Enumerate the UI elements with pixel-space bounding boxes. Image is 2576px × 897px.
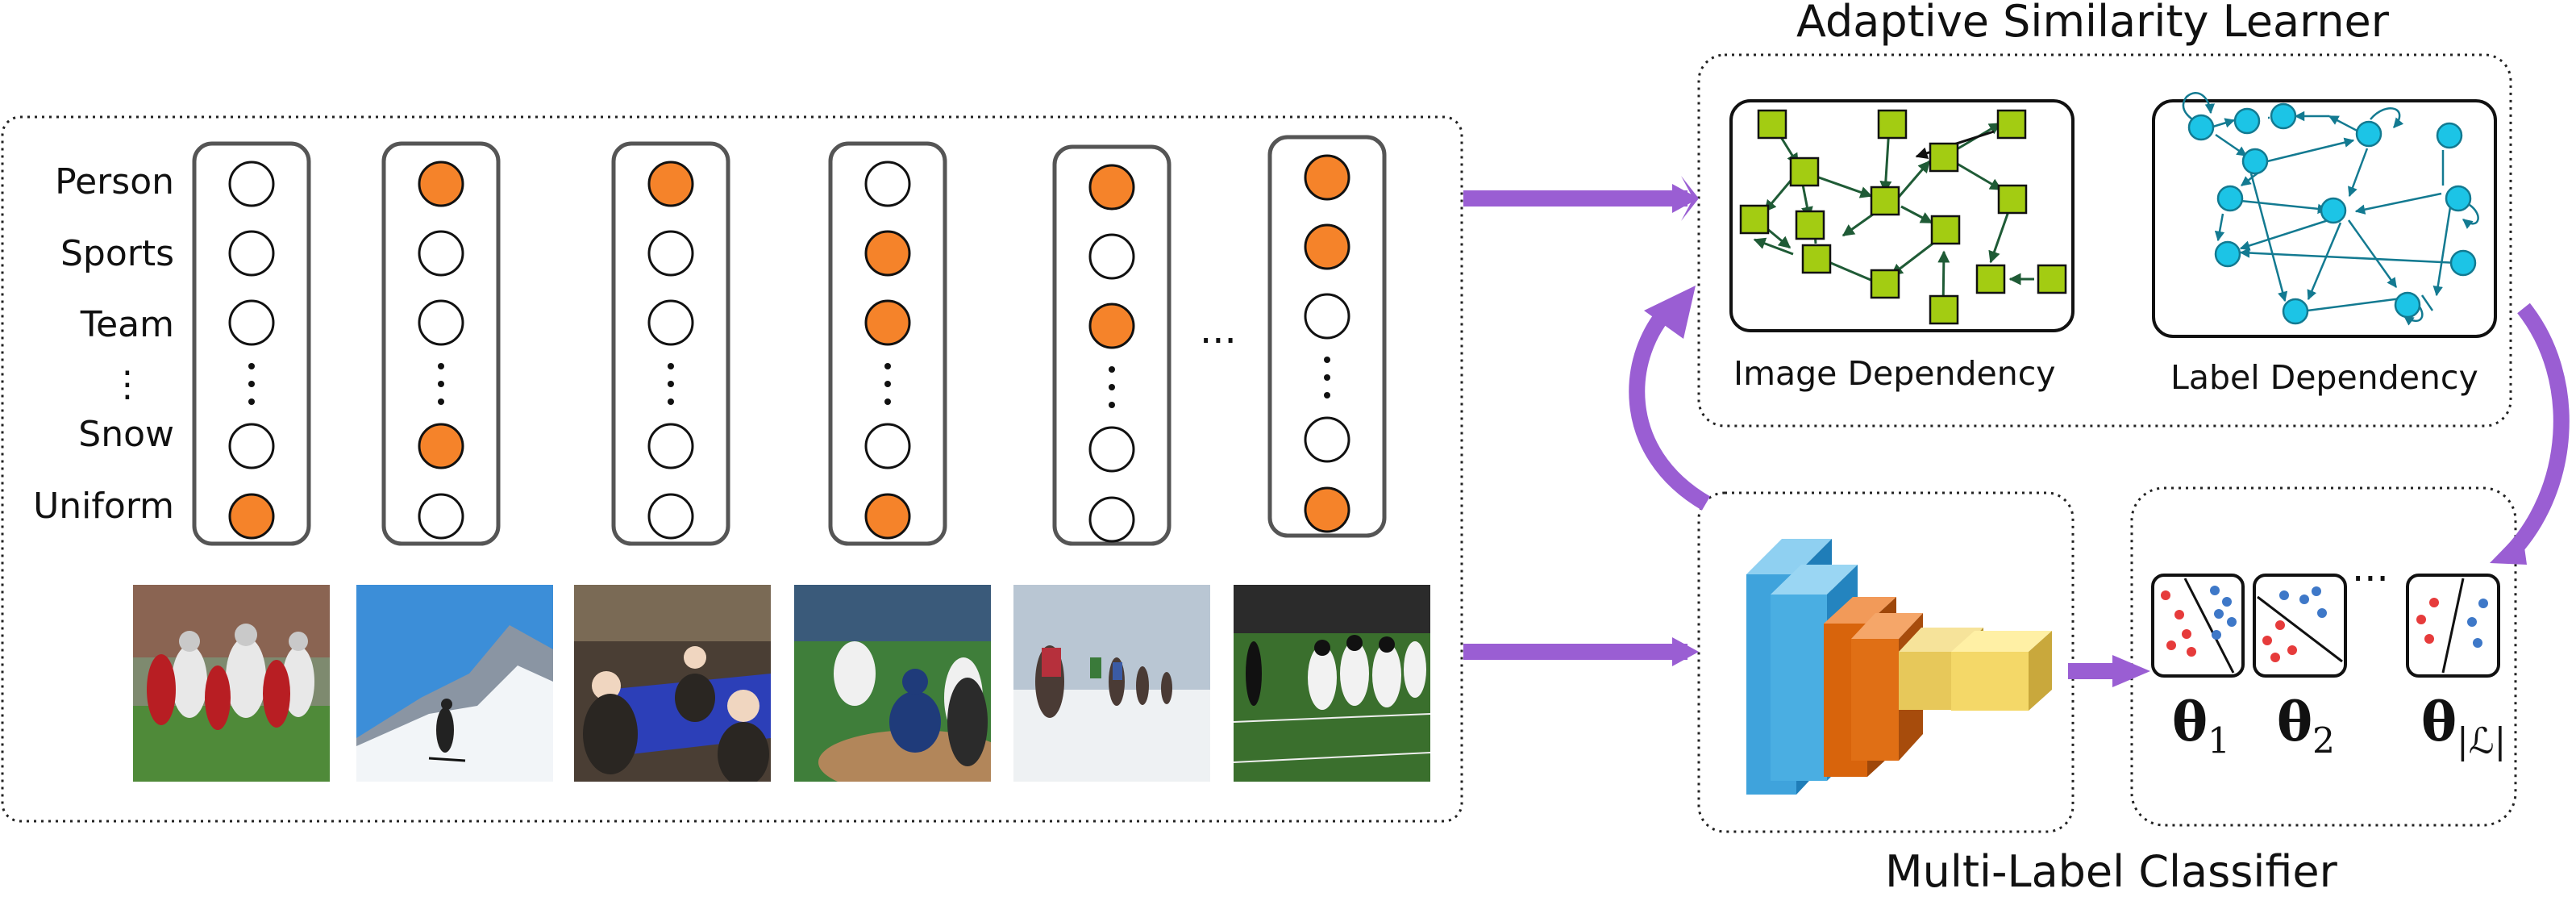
arrow-asl-to-classifier: [2501, 302, 2570, 563]
label-node-inactive: [647, 423, 694, 469]
vector-ellipsis-dot: [1109, 366, 1115, 373]
label-node-active: [647, 161, 694, 207]
label-node-inactive: [418, 299, 464, 346]
cnn-panel: [1697, 491, 2075, 833]
vector-ellipsis-dot: [438, 398, 444, 405]
arrow-labels-to-asl: [1463, 190, 1688, 207]
label-node-active: [1088, 302, 1135, 349]
vector-ellipsis-dot: [1109, 384, 1115, 390]
vector-ellipsis-dot: [1109, 402, 1115, 408]
image-dependency-label: Image Dependency: [1733, 354, 2056, 393]
label-node-inactive: [647, 230, 694, 277]
vector-ellipsis-dot: [884, 398, 891, 405]
label-node-active: [1304, 223, 1350, 270]
label-node-active: [864, 299, 911, 346]
image-football-lineup: [1234, 585, 1430, 782]
labels-panel: [1, 115, 1463, 823]
image-card-game-tournament: [574, 585, 771, 782]
theta-L: θ|ℒ|: [2421, 690, 2507, 762]
flow-arrows: [1463, 176, 2150, 687]
label-node-inactive: [1088, 426, 1135, 473]
image-baseball-game: [794, 585, 991, 782]
label-node-inactive: [1088, 496, 1135, 543]
image-snow-hikers: [1013, 585, 1210, 782]
vector-ellipsis-dot: [438, 363, 444, 369]
image-dependency-graph: [1739, 109, 2067, 325]
arrow-cnn-to-classifier: [2068, 663, 2124, 679]
label-node-inactive: [864, 161, 911, 207]
vector-ellipsis-dot: [1324, 392, 1330, 398]
asl-title: Adaptive Similarity Learner: [1796, 0, 2389, 47]
label-node-inactive: [864, 423, 911, 469]
label-node-active: [1304, 154, 1350, 201]
label-vector-pills: [192, 135, 1387, 546]
label-node-active: [864, 493, 911, 540]
label-node-inactive: [1304, 293, 1350, 340]
label-snow: Snow: [78, 414, 174, 455]
columns-ellipsis: ···: [1200, 319, 1237, 364]
label-node-active: [1088, 164, 1135, 211]
vector-ellipsis-dot: [248, 381, 255, 387]
label-node-inactive: [228, 423, 275, 469]
theta-1: θ1: [2172, 690, 2231, 762]
label-node-inactive: [1088, 233, 1135, 280]
label-vertical-ellipsis: ⋮: [110, 364, 145, 405]
image-skier-on-slope: [356, 585, 553, 782]
label-team: Team: [80, 304, 174, 345]
label-node-inactive: [228, 161, 275, 207]
classifier-ellipsis: ···: [2352, 557, 2389, 602]
vector-ellipsis-dot: [884, 363, 891, 369]
label-sports: Sports: [60, 233, 174, 274]
asl-panel: [1697, 53, 2512, 428]
label-node-inactive: [228, 230, 275, 277]
vector-ellipsis-dot: [248, 363, 255, 369]
cnn-cubes: [1746, 539, 2052, 795]
vector-ellipsis-dot: [884, 381, 891, 387]
arrow-cnn-to-asl: [1629, 301, 1711, 511]
label-node-inactive: [418, 493, 464, 540]
vector-ellipsis-dot: [668, 381, 674, 387]
mlc-title: Multi-Label Classifier: [1885, 846, 2337, 897]
vector-ellipsis-dot: [248, 398, 255, 405]
label-dependency-graph: [2182, 92, 2479, 326]
label-node-active: [418, 423, 464, 469]
label-node-active: [864, 230, 911, 277]
arrow-images-to-cnn: [1463, 644, 1688, 660]
label-node-inactive: [647, 299, 694, 346]
classifier-box-L: [2406, 574, 2500, 678]
label-node-active: [228, 493, 275, 540]
vector-ellipsis-dot: [438, 381, 444, 387]
vector-ellipsis-dot: [1324, 357, 1330, 363]
image-football-scrimmage: [133, 585, 330, 782]
classifier-panel: [2130, 486, 2517, 827]
vector-ellipsis-dot: [668, 363, 674, 369]
classifier-box-2: [2253, 574, 2347, 678]
label-node-inactive: [228, 299, 275, 346]
theta-2: θ2: [2277, 690, 2336, 762]
label-uniform: Uniform: [33, 486, 174, 527]
classifier-box-1: [2151, 574, 2245, 678]
label-node-inactive: [418, 230, 464, 277]
label-person: Person: [55, 161, 174, 202]
vector-ellipsis-dot: [668, 398, 674, 405]
label-node-active: [1304, 486, 1350, 533]
label-dependency-label: Label Dependency: [2170, 358, 2478, 397]
label-node-active: [418, 161, 464, 207]
vector-ellipsis-dot: [1324, 374, 1330, 381]
label-node-inactive: [647, 493, 694, 540]
label-node-inactive: [1304, 416, 1350, 463]
